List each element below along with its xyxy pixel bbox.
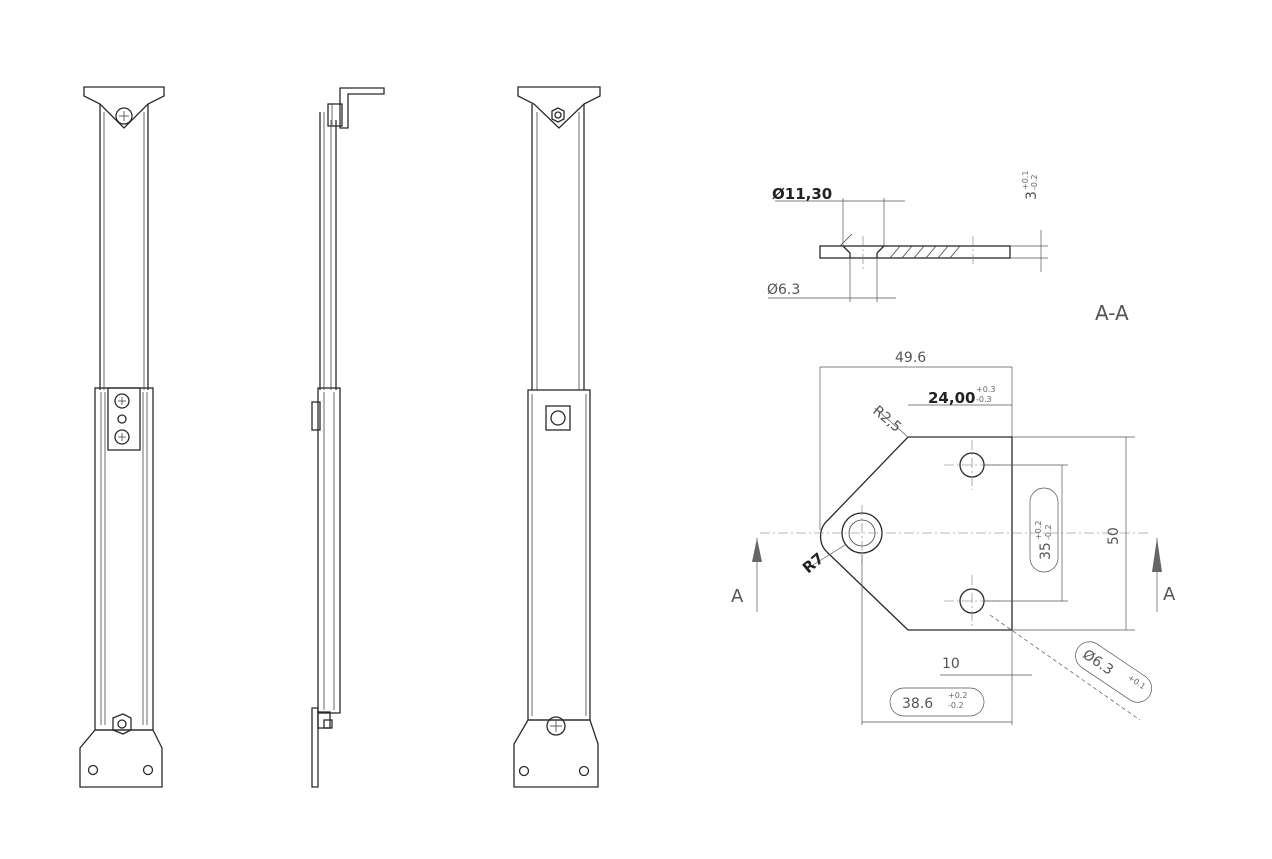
side-view-stay [311,87,385,788]
center-distance-tol-lower: -0.2 [948,701,964,710]
hole-spacing-tol-upper: +0.2 [1034,521,1043,540]
hole-spacing-tol-lower: -0.2 [1044,524,1053,540]
center-distance-tol-upper: +0.2 [948,691,967,700]
front-view-stay [79,86,165,788]
thickness-tol-lower: -0.2 [1030,174,1039,190]
section-marker-right: A [1163,584,1176,605]
top-edge-label: 24,00 [928,389,975,407]
section-marker-left: A [731,586,744,607]
counterbore-diameter-label: Ø11,30 [772,185,832,203]
nose-radius-label: R7 [799,549,827,577]
overall-width-label: 49.6 [895,350,926,366]
top-edge-tol-lower: -0.3 [976,395,992,404]
edge-offset-label: 10 [942,656,960,672]
top-edge-tol-upper: +0.3 [976,385,995,394]
section-title: A-A [1095,301,1129,325]
thickness-label: 3 [1024,191,1040,200]
corner-radius-label: R2,5 [869,403,904,436]
small-hole-label: Ø6.3 [1080,647,1117,679]
hole-diameter-label: Ø6.3 [767,282,800,298]
overall-height-label: 50 [1106,527,1122,545]
rear-view-stay [513,86,601,788]
plate-plan-view: 49.6 24,00 +0.3 -0.3 R2,5 R7 35 +0.2 -0.… [731,350,1176,725]
thickness-tol-upper: +0.1 [1021,171,1030,190]
center-distance-label: 38.6 [902,696,933,712]
section-a-a: Ø11,30 Ø6.3 3 +0.1 -0.2 A-A [767,171,1129,325]
hole-spacing-label: 35 [1038,542,1054,560]
